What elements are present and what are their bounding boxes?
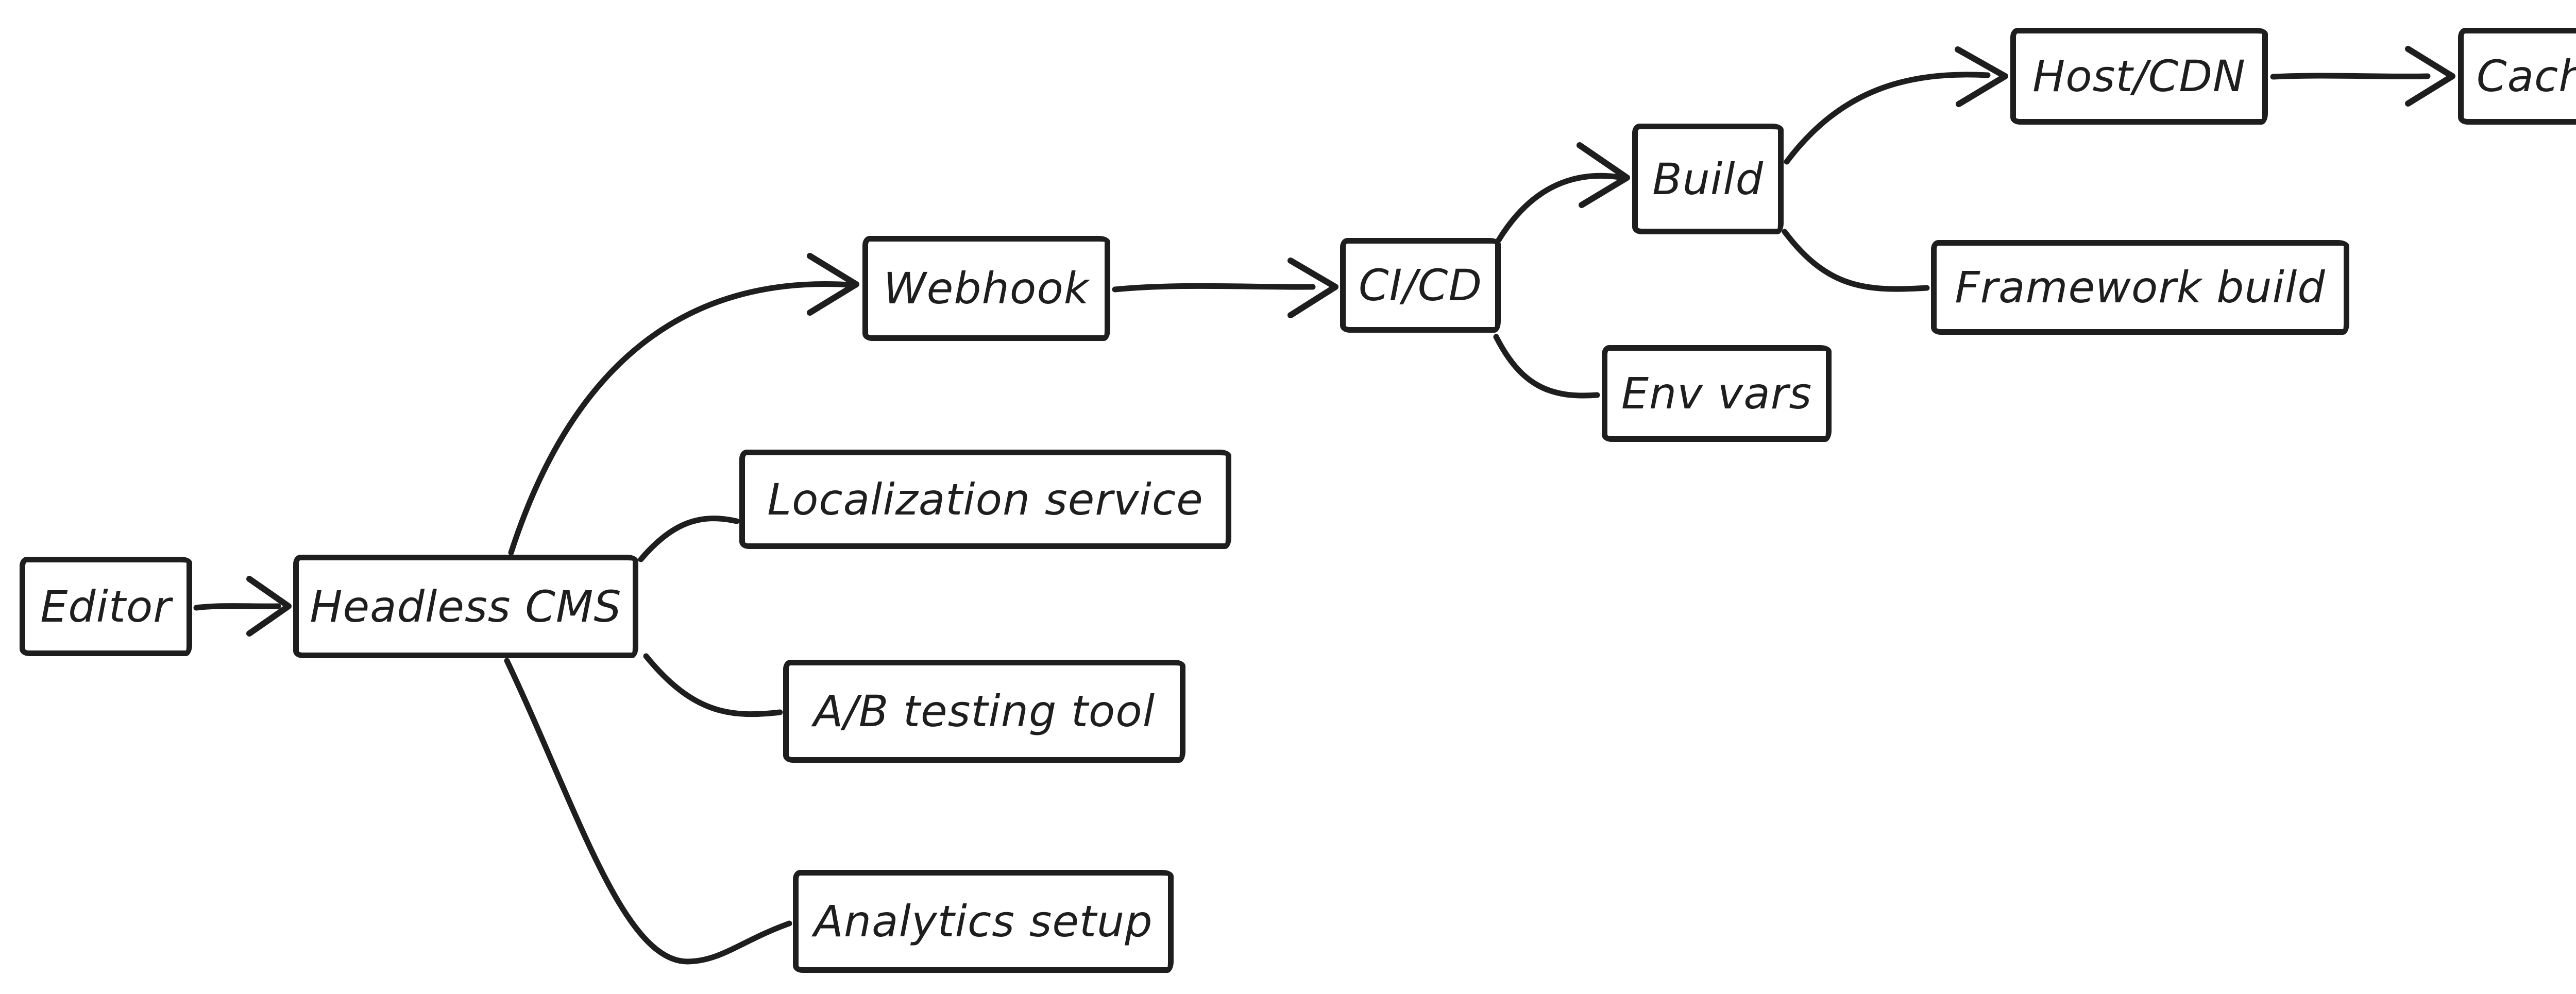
arrowhead-headless-cms-to-webhook <box>807 253 859 316</box>
node-ab-testing-tool: A/B testing tool <box>783 660 1185 763</box>
node-headless-cms-label: Headless CMS <box>310 581 622 632</box>
arrowhead-build-to-host-cdn <box>1955 46 2008 107</box>
node-framework-build: Framework build <box>1931 240 2349 335</box>
arrowhead-ci-cd-to-build <box>1577 142 1630 208</box>
node-webhook-label: Webhook <box>883 263 1090 314</box>
node-localization-service-label: Localization service <box>767 474 1204 525</box>
edge-ci-cd-to-build <box>1496 173 1626 243</box>
node-ci-cd-label: CI/CD <box>1358 260 1483 311</box>
edge-host-cdn-to-cache-clear <box>2270 73 2431 80</box>
node-host-cdn-label: Host/CDN <box>2032 51 2246 101</box>
node-webhook: Webhook <box>862 236 1110 341</box>
node-headless-cms: Headless CMS <box>293 555 638 658</box>
node-cache-clear-label: Cache clear <box>2476 51 2576 101</box>
node-editor: Editor <box>20 557 192 656</box>
node-analytics-setup-label: Analytics setup <box>814 896 1153 947</box>
arrowhead-editor-to-headless-cms <box>246 576 292 637</box>
node-host-cdn: Host/CDN <box>2010 28 2268 125</box>
node-localization-service: Localization service <box>739 450 1231 549</box>
node-editor-label: Editor <box>40 581 172 632</box>
node-build: Build <box>1632 124 1784 234</box>
edge-headless-cms-to-analytics-setup <box>504 658 792 965</box>
edge-ci-cd-to-env-vars <box>1493 334 1600 399</box>
node-analytics-setup: Analytics setup <box>793 870 1174 973</box>
node-env-vars: Env vars <box>1602 345 1832 442</box>
edge-webhook-to-ci-cd <box>1112 283 1316 293</box>
edge-build-to-host-cdn <box>1784 72 1991 165</box>
node-env-vars-label: Env vars <box>1621 368 1812 419</box>
edge-headless-cms-to-webhook <box>508 281 853 556</box>
node-ci-cd: CI/CD <box>1340 238 1501 333</box>
arrowhead-host-cdn-to-cache-clear <box>2405 46 2455 107</box>
edge-headless-cms-to-ab-testing-tool <box>643 653 783 717</box>
node-cache-clear: Cache clear <box>2458 28 2576 125</box>
node-build-label: Build <box>1652 153 1764 204</box>
node-framework-build-label: Framework build <box>1955 262 2326 313</box>
edge-editor-to-headless-cms <box>193 603 281 611</box>
node-ab-testing-tool-label: A/B testing tool <box>813 686 1156 736</box>
arrowhead-webhook-to-ci-cd <box>1287 258 1338 318</box>
edge-headless-cms-to-localization-service <box>638 516 740 562</box>
edge-build-to-framework-build <box>1782 229 1930 292</box>
